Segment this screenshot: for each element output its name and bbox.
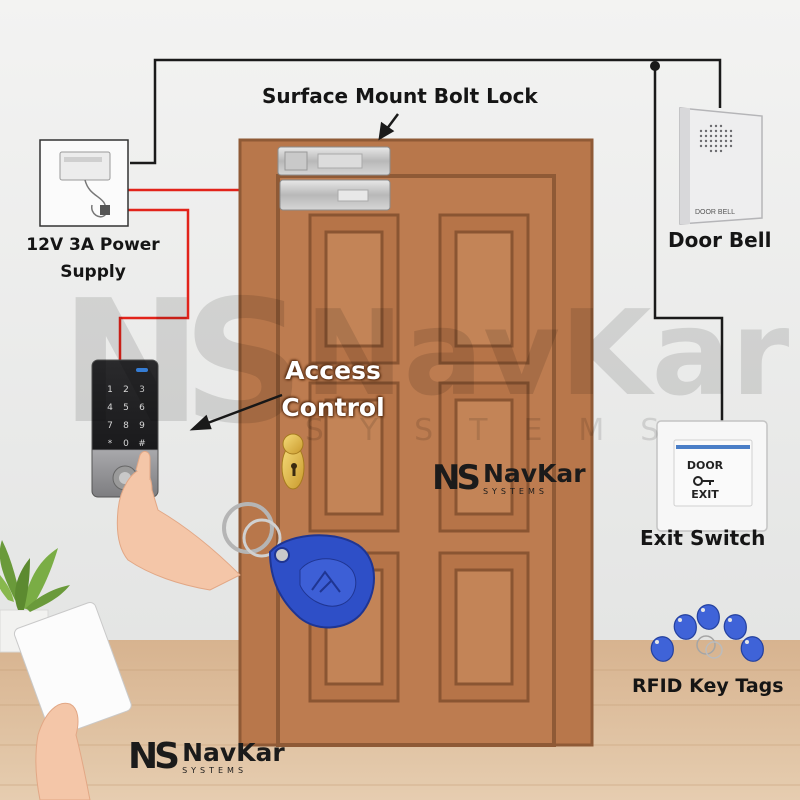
bell-grille-dot (719, 124, 723, 128)
bell-grille-dot (704, 134, 708, 138)
keypad-key: 6 (139, 403, 145, 413)
bell-grille-dot (714, 129, 718, 133)
keypad-key: 0 (123, 439, 129, 449)
bell-grille-dot (729, 139, 733, 143)
bell-grille-dot (699, 144, 703, 148)
bell-grille-dot (719, 134, 723, 138)
bell-grille-dot (724, 134, 728, 138)
bell-grille-dot (719, 144, 723, 148)
keypad-key: 1 (107, 385, 113, 395)
bell-grille-dot (704, 139, 708, 143)
bell-grille-dot (729, 129, 733, 133)
rfid-key-tag (650, 636, 674, 662)
bell-grille-dot (724, 144, 728, 148)
wire-junction (650, 61, 660, 71)
bell-grille-dot (724, 139, 728, 143)
exit-switch-icon (656, 420, 768, 532)
arrows (189, 113, 399, 431)
bell-grille-dot (709, 124, 713, 128)
bell-grille-dot (709, 139, 713, 143)
bell-grille-dot (699, 129, 703, 133)
keypad-key: 3 (139, 385, 145, 395)
exit-switch-top-text: DOOR (687, 459, 724, 472)
bell-grille-dot (729, 134, 733, 138)
keypad-key: 4 (107, 403, 113, 413)
bell-grille-dot (709, 144, 713, 148)
keypad-key: 5 (123, 403, 129, 413)
rfid-key-tags-icon (650, 604, 764, 662)
power-supply-icon (39, 139, 129, 227)
hand-icon (116, 450, 241, 591)
footer-logo-name: NavKar (182, 737, 285, 767)
rfid-key-tag (740, 636, 764, 662)
label-rfid-key-tags: RFID Key Tags (632, 675, 784, 697)
bell-grille-dot (709, 149, 713, 153)
bell-grille-dot (714, 149, 718, 153)
bell-grille-dot (699, 134, 703, 138)
bell-grille-dot (714, 144, 718, 148)
label-door-bell: Door Bell (668, 228, 772, 252)
footer-logo-mark: NS (128, 736, 180, 777)
keypad-key: * (108, 439, 113, 449)
bell-grille-dot (729, 144, 733, 148)
keypad-key: 2 (123, 385, 129, 395)
bell-grille-dot (719, 139, 723, 143)
black-wires (130, 58, 724, 448)
navkar-logo: NS NavKar SYSTEMS (432, 458, 586, 498)
rfid-key-tag (723, 614, 747, 640)
bell-grille-dot (709, 129, 713, 133)
label-surface-mount-bolt-lock: Surface Mount Bolt Lock (262, 84, 538, 108)
bolt-lock-icon (277, 146, 391, 211)
bell-grille-dot (704, 144, 708, 148)
navkar-logo-footer: NS NavKar SYSTEMS (128, 736, 285, 777)
card-icon (13, 601, 132, 800)
bell-grille-dot (699, 139, 703, 143)
rfid-key-tag (696, 604, 720, 630)
keypad-key: # (138, 439, 146, 449)
label-access-control: Access Control (281, 356, 385, 422)
label-power-supply: 12V 3A Power Supply (26, 235, 160, 282)
bell-speaker-grille (699, 124, 733, 153)
exit-switch-bottom-text: EXIT (691, 488, 719, 501)
bell-grille-dot (719, 129, 723, 133)
logo-mark: NS (432, 458, 481, 498)
bell-grille-dot (714, 124, 718, 128)
keypad-key: 9 (139, 421, 145, 431)
label-exit-switch: Exit Switch (640, 526, 766, 550)
bell-grille-dot (719, 149, 723, 153)
key-ring (696, 635, 716, 655)
keypad-key: 8 (123, 421, 129, 431)
bell-grille-dot (709, 134, 713, 138)
keypad-key: 7 (107, 421, 113, 431)
rfid-key-tag (673, 614, 697, 640)
bell-grille-dot (704, 129, 708, 133)
bell-grille-dot (724, 129, 728, 133)
door-knob (281, 433, 305, 490)
bell-plate-text: DOOR BELL (695, 209, 735, 216)
footer-logo-sub: SYSTEMS (182, 765, 248, 775)
logo-sub: SYSTEMS (482, 486, 548, 496)
bell-grille-dot (714, 139, 718, 143)
logo-name: NavKar (482, 458, 586, 488)
bell-grille-dot (714, 134, 718, 138)
key-ring (705, 641, 723, 659)
rfid-fob-icon (222, 502, 375, 629)
